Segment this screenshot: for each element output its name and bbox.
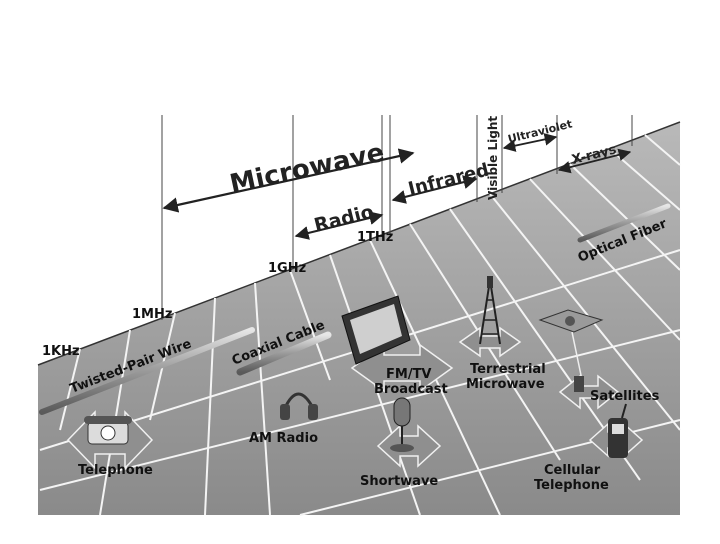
satellites-label: Satellites bbox=[590, 389, 660, 404]
satellite-icon bbox=[538, 309, 620, 410]
television-icon bbox=[341, 295, 454, 393]
cellular-label-line1: Cellular bbox=[544, 463, 601, 478]
telephone-label: Telephone bbox=[78, 463, 153, 478]
infrared-arrow bbox=[391, 175, 478, 204]
shortwave-label: Shortwave bbox=[360, 474, 438, 489]
freq-1ghz-label: 1GHz bbox=[268, 261, 306, 276]
floor-stripes bbox=[39, 134, 681, 516]
ultraviolet-arrow bbox=[502, 133, 558, 152]
twisted-pair-cable bbox=[39, 327, 255, 415]
terrestrial-label-line1: Terrestrial bbox=[470, 362, 546, 377]
coaxial-cable bbox=[236, 331, 332, 376]
microphone-icon bbox=[376, 397, 442, 468]
xrays-arrow bbox=[557, 148, 632, 174]
freq-1thz-label: 1THz bbox=[357, 230, 393, 245]
visible-light-label: Visible Light bbox=[486, 116, 500, 200]
cell-phone-icon bbox=[588, 403, 644, 458]
optical-fiber-cable bbox=[577, 203, 671, 243]
cellular-label-line2: Telephone bbox=[534, 478, 609, 493]
am-radio-label: AM Radio bbox=[249, 431, 318, 446]
ultraviolet-label: Ultraviolet bbox=[507, 117, 574, 146]
telephone-icon bbox=[66, 410, 154, 470]
infrared-label: Infrared bbox=[406, 160, 491, 200]
freq-1mhz-label: 1MHz bbox=[132, 307, 172, 322]
microwave-arrow bbox=[162, 148, 415, 213]
headphones-icon bbox=[280, 392, 318, 420]
fm-tv-label-line1: FM/TV bbox=[386, 367, 432, 382]
terrestrial-label-line2: Microwave bbox=[466, 377, 545, 392]
fm-tv-label-line2: Broadcast bbox=[374, 382, 448, 397]
microwave-tower-icon bbox=[458, 276, 522, 358]
microwave-label: Microwave bbox=[227, 138, 387, 200]
radio-arrow bbox=[294, 211, 384, 240]
freq-1khz-label: 1KHz bbox=[42, 344, 80, 359]
